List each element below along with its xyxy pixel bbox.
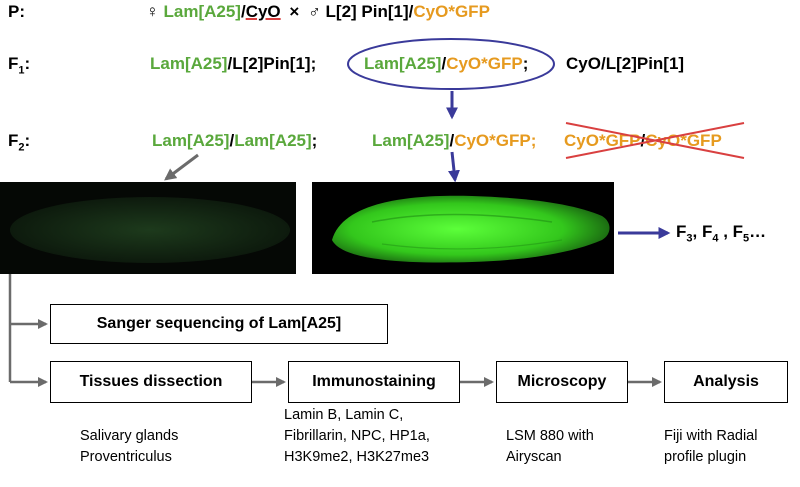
selection-ellipse bbox=[347, 38, 555, 90]
larva-image-gfp bbox=[312, 182, 614, 274]
analysis-description: Fiji with Radial profile plugin bbox=[664, 428, 758, 465]
microscopy-box: Microscopy bbox=[496, 361, 628, 403]
later-generations-label: F3, F4 , F5… bbox=[676, 222, 767, 245]
f2-genotype-heterozygous: Lam[A25]/CyO*GFP; bbox=[372, 131, 537, 150]
tissues-dissection-box: Tissues dissection bbox=[50, 361, 252, 403]
f2-genotype-lethal-crossed: CyO*GFP/CyO*GFP bbox=[564, 131, 722, 150]
generation-label-p: P: bbox=[8, 2, 25, 21]
larva-image-dim bbox=[0, 182, 296, 274]
parental-cross: ♀ Lam[A25]/CyO × ♂ L[2] Pin[1]/CyO*GFP bbox=[146, 2, 490, 21]
arrow-f2-to-gfp-larva bbox=[448, 151, 460, 183]
genotype-lam-a25: Lam[A25] bbox=[163, 2, 241, 21]
f2-genotype-homozygous: Lam[A25]/Lam[A25]; bbox=[152, 131, 318, 150]
male-symbol: ♂ bbox=[308, 2, 321, 21]
genotype-cyo-gfp: CyO*GFP bbox=[413, 2, 490, 21]
generation-label-f1: F1: bbox=[8, 54, 31, 77]
tissues-description: Salivary glands Proventriculus bbox=[80, 428, 179, 465]
arrow-f2-to-dim-larva bbox=[164, 153, 199, 181]
immunostaining-description: Lamin B, Lamin C, Fibrillarin, NPC, HP1a… bbox=[284, 407, 430, 465]
larva-gfp-graphic bbox=[312, 182, 614, 274]
genotype-cyo: CyO bbox=[245, 2, 281, 21]
microscopy-description: LSM 880 with Airyscan bbox=[506, 428, 594, 465]
larva-dim-graphic bbox=[0, 182, 296, 274]
f1-genotype-2-selected: Lam[A25]/CyO*GFP; bbox=[364, 54, 529, 73]
generation-label-f2: F2: bbox=[8, 131, 31, 154]
female-symbol: ♀ bbox=[146, 2, 159, 21]
immunostaining-box: Immunostaining bbox=[288, 361, 460, 403]
genotype-l2-pin1: L[2] Pin[1] bbox=[325, 2, 409, 21]
analysis-box: Analysis bbox=[664, 361, 788, 403]
f1-genotype-3: CyO/L[2]Pin[1] bbox=[566, 54, 685, 73]
sanger-sequencing-box: Sanger sequencing of Lam[A25] bbox=[50, 304, 388, 344]
lethal-cross-line-2 bbox=[565, 122, 745, 159]
f1-genotype-1: Lam[A25]/L[2]Pin[1]; bbox=[150, 54, 317, 73]
cross-symbol: × bbox=[289, 2, 300, 21]
